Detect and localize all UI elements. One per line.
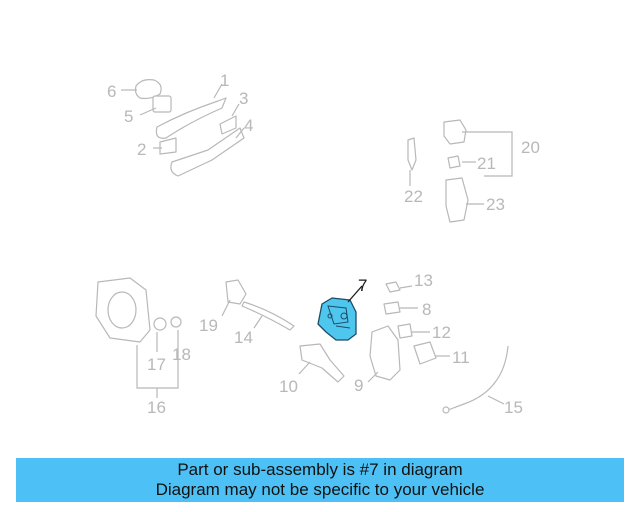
part-4-handle-base[interactable]: [170, 127, 245, 177]
label-12[interactable]: 12: [432, 323, 451, 342]
label-4[interactable]: 4: [244, 116, 253, 135]
part-10-link[interactable]: [299, 343, 345, 383]
part-14-rod[interactable]: [241, 301, 295, 331]
label-3[interactable]: 3: [239, 89, 248, 108]
part-3-pad[interactable]: [219, 115, 237, 135]
part-22-rod[interactable]: [407, 137, 417, 171]
part-6-cap[interactable]: [134, 79, 162, 100]
outside-handle-group: 6 5 2 1 3 4: [107, 71, 253, 177]
part-8-bolt[interactable]: [383, 301, 401, 315]
part-1-handle[interactable]: [155, 97, 227, 139]
part-12-screw[interactable]: [397, 323, 413, 339]
label-21[interactable]: 21: [477, 154, 496, 173]
part-7-assembly[interactable]: 7: [317, 276, 367, 341]
label-20[interactable]: 20: [521, 138, 540, 157]
label-19[interactable]: 19: [199, 316, 218, 335]
label-14[interactable]: 14: [234, 328, 253, 347]
part-19-bracket[interactable]: [225, 279, 247, 305]
label-23[interactable]: 23: [486, 195, 505, 214]
label-6[interactable]: 6: [107, 82, 116, 101]
label-18[interactable]: 18: [172, 345, 191, 364]
part-7-latch[interactable]: [317, 297, 357, 341]
rod-group: 19 14 10: [199, 279, 345, 396]
label-13[interactable]: 13: [414, 271, 433, 290]
banner-line-1: Part or sub-assembly is #7 in diagram: [177, 460, 463, 479]
label-9[interactable]: 9: [354, 376, 363, 395]
label-5[interactable]: 5: [124, 107, 133, 126]
label-7[interactable]: 7: [358, 276, 367, 295]
label-16[interactable]: 16: [147, 398, 166, 417]
part-16-inside-handle[interactable]: [95, 277, 151, 343]
part-13-screw[interactable]: [385, 281, 401, 293]
label-10[interactable]: 10: [279, 377, 298, 396]
label-1[interactable]: 1: [220, 71, 229, 90]
striker-group: 20 21 22 23: [404, 119, 540, 223]
part-11-clip[interactable]: [413, 341, 437, 365]
part-17-clip[interactable]: [153, 317, 167, 331]
part-18-clip[interactable]: [170, 316, 182, 328]
part-2-pad[interactable]: [159, 137, 177, 155]
banner-line-2: Diagram may not be specific to your vehi…: [155, 480, 485, 499]
lock-group: 13 8 12 11 9 15: [354, 271, 523, 417]
part-15-cable[interactable]: [447, 345, 509, 411]
label-11[interactable]: 11: [452, 348, 470, 367]
label-2[interactable]: 2: [137, 140, 146, 159]
part-20-striker[interactable]: [443, 119, 467, 145]
parts-diagram: 6 5 2 1 3 4 20 21 22 23 17 18 16: [95, 71, 540, 417]
part-9-lock[interactable]: [369, 325, 401, 381]
label-15[interactable]: 15: [504, 398, 523, 417]
inside-handle-group: 17 18 16: [95, 277, 191, 417]
part-23-bracket[interactable]: [445, 177, 469, 223]
part-21-bolt[interactable]: [447, 155, 461, 169]
label-17[interactable]: 17: [147, 355, 166, 374]
label-8[interactable]: 8: [422, 300, 431, 319]
info-banner: Part or sub-assembly is #7 in diagram Di…: [16, 458, 624, 502]
label-22[interactable]: 22: [404, 187, 423, 206]
part-5-block[interactable]: [152, 95, 172, 113]
